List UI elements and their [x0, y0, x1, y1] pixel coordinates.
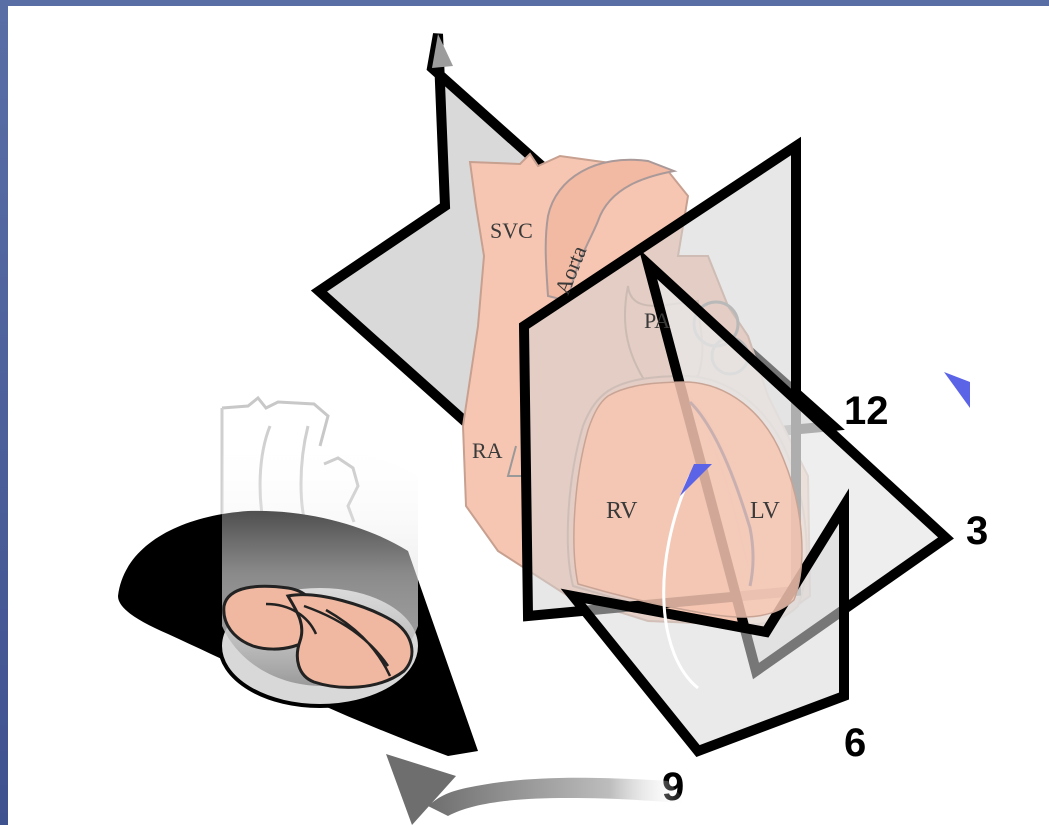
label-pa: PA [644, 308, 670, 333]
rotation-direction-arrow [386, 754, 688, 825]
label-ra: RA [472, 438, 503, 463]
clock-label-6: 6 [844, 721, 866, 765]
transducer-inset [118, 398, 478, 756]
clock-label-12: 12 [844, 389, 889, 433]
indicator-arrowhead-icon [944, 372, 970, 408]
diagram-canvas: SVC Aorta PA RA RV LV 12 3 6 9 [8, 6, 1049, 825]
label-svc: SVC [490, 218, 533, 243]
label-lv: LV [750, 498, 780, 524]
clock-label-3: 3 [966, 509, 988, 553]
label-rv: RV [606, 498, 638, 524]
heart-planes-diagram: SVC Aorta PA RA RV LV 12 3 6 9 [8, 6, 1049, 825]
